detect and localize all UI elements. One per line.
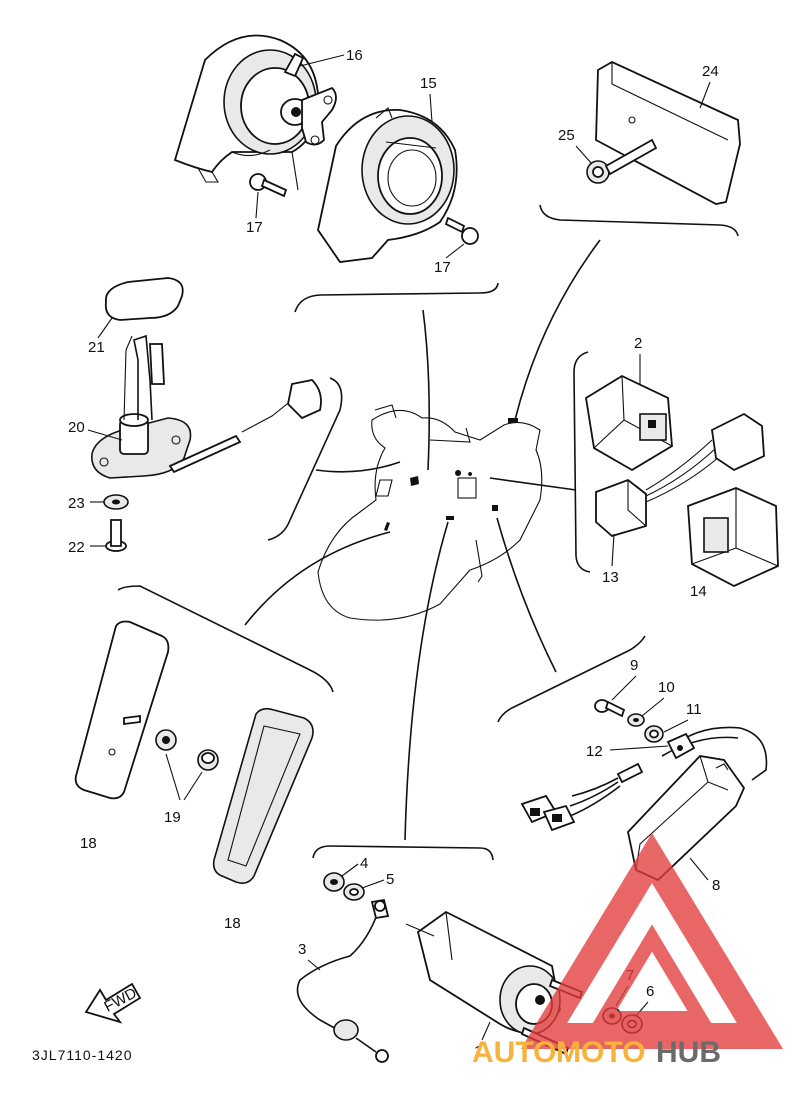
callout-17-left: 17: [246, 219, 263, 236]
fuel-sender-bracket: [267, 377, 343, 541]
leader-taillight: [514, 239, 601, 421]
callout-17-right: 17: [434, 259, 451, 276]
callout-14: 14: [690, 583, 707, 600]
rectifier-harness: [520, 762, 644, 832]
callout-22: 22: [68, 539, 85, 556]
callout-18-right: 18: [224, 915, 241, 932]
horn-left: [173, 34, 337, 191]
callout-24: 24: [702, 63, 719, 80]
horn-right: [317, 107, 458, 263]
callout-23: 23: [68, 495, 85, 512]
callout-10: 10: [658, 679, 675, 696]
taillight-group-bracket: [539, 204, 739, 237]
callout-2: 2: [634, 335, 642, 352]
watermark-hub: HUB: [656, 1036, 721, 1069]
callout-4: 4: [360, 855, 368, 872]
callout-15: 15: [420, 75, 437, 92]
nuts-19: [155, 729, 219, 801]
callout-labels: 16 15 17 17 24 25 21 20 23 22 2 13: [68, 47, 720, 1060]
callout-8: 8: [712, 877, 720, 894]
callout-11: 11: [686, 701, 702, 718]
part-code: 3JL7110-1420: [32, 1047, 132, 1063]
gasket-21: [104, 277, 184, 321]
reflector-18-right: [212, 707, 314, 884]
rectifier-group-bracket: [497, 635, 646, 723]
group-brackets: [117, 204, 739, 861]
forward-arrow-icon: FWD: [84, 982, 142, 1024]
callout-16: 16: [346, 47, 363, 64]
watermark-text: AUTO MOTO HUB: [472, 1036, 721, 1069]
screw-22: [105, 519, 127, 552]
fuel-sender-20: [91, 334, 322, 479]
callout-3: 3: [298, 941, 306, 958]
leader-rectifier: [496, 517, 557, 673]
hardware-9-12: [594, 699, 696, 760]
lead-wire-3: [296, 898, 390, 1063]
callout-25: 25: [558, 127, 575, 144]
leader-starter: [404, 521, 449, 841]
callout-1: 1: [474, 1043, 482, 1060]
logo-triangle-icon: [520, 832, 784, 1049]
callout-18-left: 18: [80, 835, 97, 852]
reflector-group-bracket: [117, 585, 334, 693]
callout-19: 19: [164, 809, 181, 826]
watermark-logo: [520, 832, 784, 1049]
callout-6: 6: [646, 983, 654, 1000]
leader-reflector: [244, 531, 391, 626]
leader-fuel-sender: [315, 461, 401, 473]
bolt-17-right: [444, 216, 479, 245]
frame-outline: [317, 404, 543, 621]
reflector-18-left: [74, 620, 170, 800]
nuts-4-5: [323, 872, 365, 901]
logo-inner-triangle-icon: [591, 924, 713, 1025]
leader-horn: [422, 309, 431, 471]
callout-13: 13: [602, 569, 619, 586]
relay-group-bracket: [573, 351, 591, 573]
washer-23: [103, 494, 129, 510]
callout-20: 20: [68, 419, 85, 436]
callout-21: 21: [88, 339, 105, 356]
relay-2: [585, 374, 673, 472]
tail-light-unit: [595, 60, 741, 205]
connector-14: [687, 487, 779, 588]
callout-5: 5: [386, 871, 394, 888]
frame-box: [457, 477, 477, 499]
watermark-moto: MOTO: [556, 1036, 645, 1069]
nut-25: [586, 138, 658, 184]
watermark-auto: AUTO: [472, 1036, 556, 1069]
callout-12: 12: [586, 743, 603, 760]
bolt-17-left: [249, 173, 288, 198]
callout-9: 9: [630, 657, 638, 674]
leader-relay: [489, 477, 577, 491]
connector-13-harness: [595, 412, 765, 538]
starter-group-bracket: [312, 845, 494, 861]
horn-group-bracket: [294, 282, 499, 313]
